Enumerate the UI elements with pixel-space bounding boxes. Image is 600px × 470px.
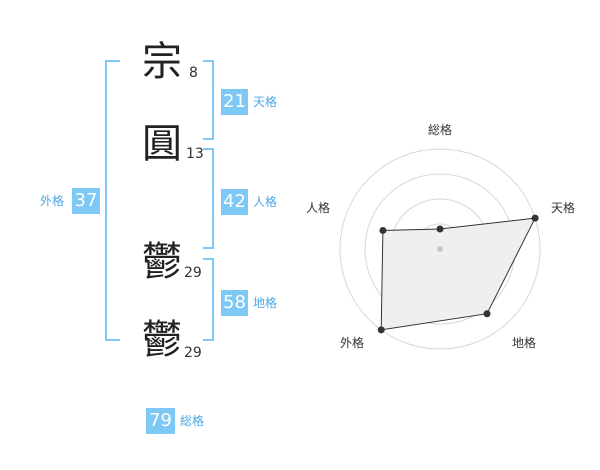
radar-axis-label-soukaku: 総格 — [428, 122, 452, 137]
tenkaku-bracket-vertical — [212, 60, 214, 140]
chikaku-bracket-vertical — [212, 258, 214, 341]
outer-bracket-top — [105, 60, 120, 62]
radar-point-2 — [531, 214, 539, 222]
radar-point-1 — [436, 225, 444, 233]
radar-axis-label-tenkaku: 天格 — [551, 200, 575, 215]
chikaku-bracket-bottom — [203, 339, 214, 341]
gaikaku-label: 外格 — [40, 194, 65, 208]
gaikaku-badge: 37 — [72, 188, 100, 214]
outer-bracket-bottom — [105, 339, 120, 341]
outer-bracket-vertical — [105, 60, 107, 341]
name-char-1: 宗 — [142, 39, 182, 85]
tenkaku-label: 天格 — [253, 95, 278, 109]
stroke-count-4: 29 — [184, 345, 202, 361]
jinkaku-badge: 42 — [221, 189, 248, 215]
radar-point-3 — [483, 310, 491, 318]
chikaku-label: 地格 — [253, 296, 278, 310]
jinkaku-bracket-vertical — [212, 148, 214, 249]
chikaku-bracket-top — [203, 258, 214, 260]
radar-axis-label-gaikaku: 外格 — [340, 335, 364, 350]
name-char-4: 鬱 — [142, 317, 182, 363]
tenkaku-bracket-top — [203, 60, 214, 62]
tenkaku-bracket-bottom — [203, 138, 214, 140]
radar-point-5 — [379, 226, 387, 234]
stroke-count-2: 13 — [186, 146, 204, 162]
jinkaku-label: 人格 — [253, 195, 278, 209]
soukaku-label: 総格 — [180, 414, 205, 428]
radar-axis-label-jinkaku: 人格 — [306, 200, 330, 215]
tenkaku-badge: 21 — [221, 89, 248, 115]
radar-data-polygon — [380, 217, 536, 331]
chikaku-badge: 58 — [221, 290, 248, 316]
stroke-count-1: 8 — [189, 65, 198, 81]
radar-center-dot — [437, 246, 443, 252]
soukaku-badge: 79 — [146, 408, 175, 434]
jinkaku-bracket-top — [203, 148, 214, 150]
radar-axis-label-chikaku: 地格 — [512, 335, 536, 350]
jinkaku-bracket-bottom — [203, 247, 214, 249]
name-char-3: 鬱 — [142, 239, 182, 285]
radar-ring — [339, 148, 541, 350]
radar-point-4 — [377, 326, 385, 334]
stroke-count-3: 29 — [184, 265, 202, 281]
name-char-2: 圓 — [142, 121, 182, 167]
